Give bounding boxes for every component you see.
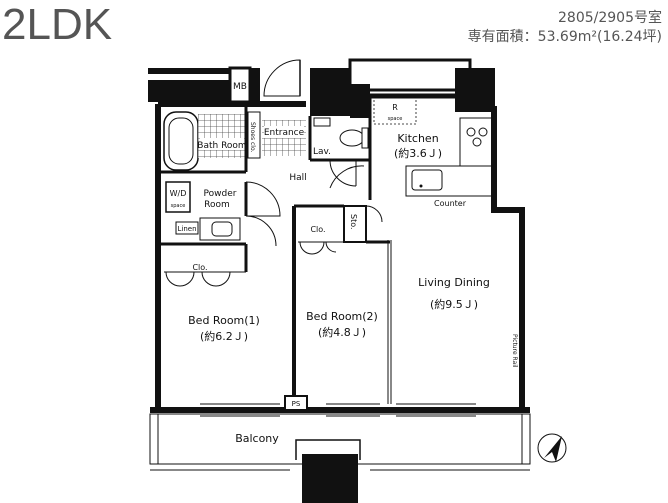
top-wall-bar (148, 68, 230, 74)
shoes-closet (247, 111, 261, 159)
wall-right (491, 106, 525, 410)
lav-door (329, 159, 357, 187)
unit-number: 2805/2905号室 (558, 10, 662, 26)
hall-label: Hall (289, 173, 306, 183)
balcony-column (302, 454, 358, 503)
living-size: (約9.5Ｊ) (430, 297, 478, 311)
powder-label-1: Powder (204, 189, 237, 199)
powder-label-2: Room (204, 200, 230, 210)
r-space (373, 97, 417, 125)
bed1-label: Bed Room(1) (188, 314, 260, 327)
windows-bottom (200, 403, 476, 417)
bed1-closet-doors (165, 271, 231, 287)
r-label: R (392, 103, 398, 112)
bed1-closet-label: Clo. (192, 263, 207, 272)
ps-label: PS (292, 400, 301, 408)
area-label: 専有面積： (467, 29, 538, 45)
balcony-label: Balcony (235, 432, 279, 445)
powder-door (245, 181, 281, 217)
vanity-basin (211, 221, 233, 237)
bed2-closet-label: Clo. (310, 225, 325, 234)
counter-label: Counter (434, 199, 467, 208)
shoes-label: Shoes clo. (249, 122, 256, 153)
bed1-entry-door (245, 215, 277, 247)
kitchen-sink (411, 169, 443, 191)
mb-label: MB (233, 82, 247, 92)
r-sub-label: space (388, 116, 403, 122)
storage-door (365, 205, 383, 223)
kitchen-size: (約3.6Ｊ) (394, 146, 442, 160)
entrance-door (263, 59, 301, 97)
area-value: 53.69m²(16.24坪) (537, 29, 662, 45)
kitchen-label: Kitchen (397, 132, 438, 145)
column-right (455, 68, 495, 112)
bath-label: Bath Room (197, 141, 246, 151)
north-arrow-icon (537, 433, 567, 463)
linen-label: Linen (177, 225, 196, 233)
wd-label: W/D (170, 189, 187, 198)
hall-door-arc (329, 165, 365, 189)
bed1-size: (約6.2Ｊ) (200, 329, 248, 343)
wd-space (165, 181, 191, 213)
bathtub-inner (168, 117, 194, 165)
bed2-size: (約4.8Ｊ) (318, 325, 366, 339)
balcony-unit (295, 439, 361, 460)
stove-counter (459, 117, 493, 167)
bath-floor (198, 114, 246, 158)
bath-label-bg (200, 138, 244, 150)
bed2-closet-doors (299, 241, 337, 255)
exclusive-area: 専有面積：53.69m²(16.24坪) (468, 29, 662, 46)
entrance-label: Entrance (264, 128, 305, 138)
stove-burner-icon (466, 127, 488, 147)
sink-drain (419, 184, 423, 188)
entrance-label-bg (264, 126, 304, 138)
plan-type-title: 2LDK (2, 0, 113, 49)
lav-label: Lav. (313, 147, 331, 157)
lav-sink (313, 117, 331, 127)
column-left (310, 68, 350, 116)
column-mid (350, 84, 370, 118)
top-wall-block (148, 80, 230, 102)
powder-vanity (199, 217, 241, 241)
living-label: Living Dining (418, 276, 490, 289)
toilet-bowl (339, 129, 365, 147)
storage-label: Sto. (349, 214, 358, 230)
ps-box (284, 395, 308, 411)
picture-rail-label: Picture Rail (511, 334, 518, 368)
bed2-label: Bed Room(2) (306, 310, 378, 323)
storage (343, 205, 367, 243)
wd-sub-label: space (171, 203, 186, 209)
toilet-tank (361, 127, 369, 149)
mb-wall (250, 68, 260, 102)
linen-closet (175, 221, 199, 235)
